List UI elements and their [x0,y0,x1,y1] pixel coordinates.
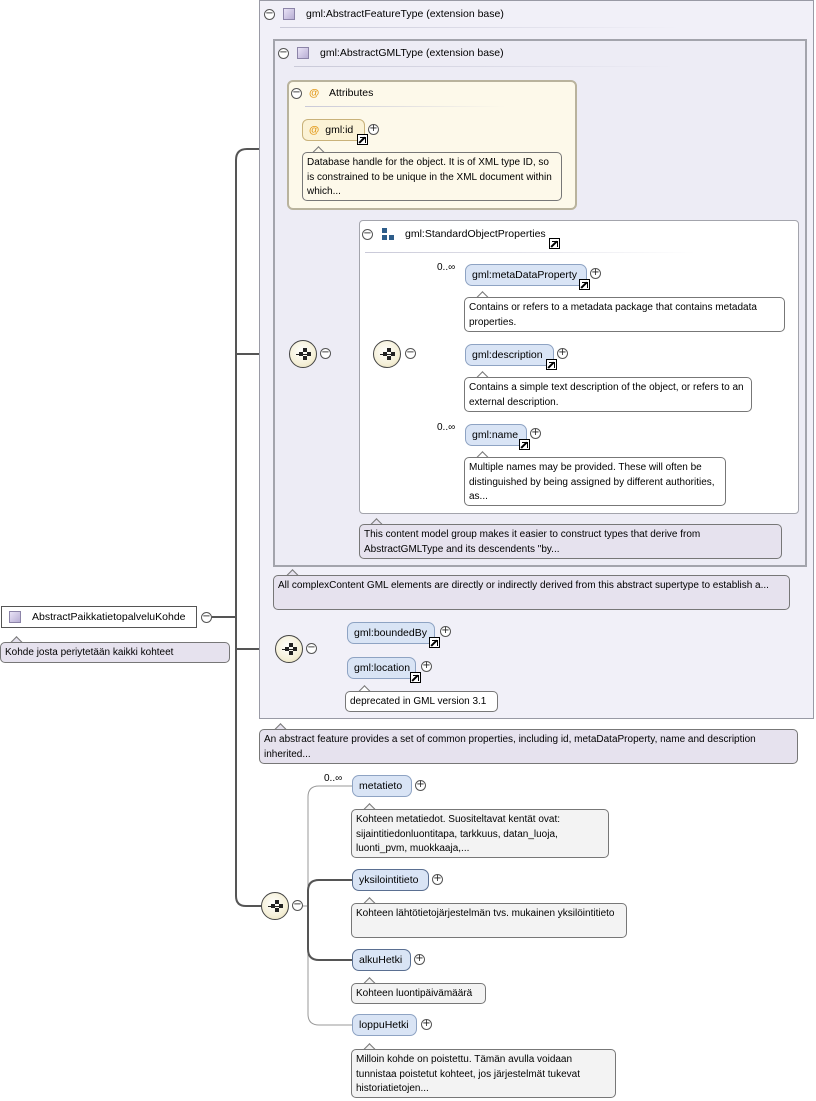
standard-props-doc: This content model group makes it easier… [359,524,782,559]
attribute-at-icon: @ [309,87,320,99]
root-element-box[interactable]: AbstractPaikkatietopalveluKohde [1,606,197,628]
feature-type-collapse-toggle[interactable] [264,9,275,20]
standard-props-collapse-toggle[interactable] [362,229,373,240]
gml-type-collapse-toggle[interactable] [278,48,289,59]
name-expand-toggle[interactable] [530,428,541,439]
attribute-gml-id[interactable]: @ gml:id [302,119,365,141]
loppuhetki-expand-toggle[interactable] [421,1019,432,1030]
yksilointitieto-expand-toggle[interactable] [432,874,443,885]
gml-id-expand-toggle[interactable] [368,124,379,135]
complex-type-icon [283,8,295,20]
sequence-compositor-icon[interactable] [275,635,303,663]
root-collapse-toggle[interactable] [201,612,212,623]
element-gml-description[interactable]: gml:description [465,344,554,366]
local-sequence-toggle[interactable] [292,900,303,911]
description-expand-toggle[interactable] [557,348,568,359]
name-doc: Multiple names may be provided. These wi… [464,457,726,506]
gml-type-doc: All complexContent GML elements are dire… [273,575,790,610]
feature-type-title-rule [280,27,680,28]
element-gml-metadataproperty[interactable]: gml:metaDataProperty [465,264,587,286]
element-yksilointitieto[interactable]: yksilointitieto [352,869,429,891]
description-doc: Contains a simple text description of th… [464,377,752,412]
sequence-compositor-icon[interactable] [373,340,401,368]
reference-arrow-icon [429,637,440,648]
location-expand-toggle[interactable] [421,661,432,672]
standard-props-title-rule [365,252,695,253]
gml-type-sequence-toggle[interactable] [320,348,331,359]
reference-arrow-icon [357,134,368,145]
feature-type-doc: An abstract feature provides a set of co… [259,729,798,764]
metatieto-doc: Kohteen metatiedot. Suositeltavat kentät… [351,809,609,858]
element-alkuhetki[interactable]: alkuHetki [352,949,411,971]
occurrence-label: 0..∞ [437,422,456,433]
boundedby-expand-toggle[interactable] [440,626,451,637]
gml-id-doc: Database handle for the object. It is of… [302,152,562,201]
feature-type-title: gml:AbstractFeatureType (extension base) [306,8,504,20]
sequence-compositor-icon[interactable] [289,340,317,368]
alkuhetki-doc: Kohteen luontipäivämäärä [351,983,486,1004]
bounded-sequence-toggle[interactable] [306,643,317,654]
attributes-collapse-toggle[interactable] [291,88,302,99]
element-gml-boundedby[interactable]: gml:boundedBy [347,622,435,644]
attributes-title: Attributes [329,87,374,99]
gml-type-title-rule [294,66,674,67]
metatieto-expand-toggle[interactable] [415,780,426,791]
element-loppuhetki[interactable]: loppuHetki [352,1014,417,1036]
occurrence-label: 0..∞ [437,262,456,273]
group-icon [382,228,394,240]
root-doc: Kohde josta periytetään kaikki kohteet [0,642,230,663]
reference-arrow-icon [519,439,530,450]
loppuhetki-doc: Milloin kohde on poistettu. Tämän avulla… [351,1049,616,1098]
yksilointitieto-doc: Kohteen lähtötietojärjestelmän tvs. muka… [351,903,627,938]
alkuhetki-expand-toggle[interactable] [414,954,425,965]
standard-props-sequence-toggle[interactable] [405,348,416,359]
metadataproperty-doc: Contains or refers to a metadata package… [464,297,785,332]
reference-arrow-icon [579,279,590,290]
attribute-gml-id-label: gml:id [325,124,354,136]
element-metatieto[interactable]: metatieto [352,775,412,797]
reference-arrow-icon [546,359,557,370]
sequence-compositor-icon[interactable] [261,892,289,920]
complex-type-icon [297,47,309,59]
occurrence-label: 0..∞ [324,773,343,784]
attribute-at-icon: @ [309,124,320,136]
element-type-icon [9,611,21,623]
gml-type-title: gml:AbstractGMLType (extension base) [320,47,504,59]
reference-arrow-icon [410,672,421,683]
metadataproperty-expand-toggle[interactable] [590,268,601,279]
element-gml-location[interactable]: gml:location [347,657,416,679]
standard-props-title: gml:StandardObjectProperties [405,228,546,240]
element-gml-name[interactable]: gml:name [465,424,527,446]
location-doc: deprecated in GML version 3.1 [345,691,498,712]
reference-arrow-icon [549,238,560,249]
attributes-title-rule [305,106,505,107]
